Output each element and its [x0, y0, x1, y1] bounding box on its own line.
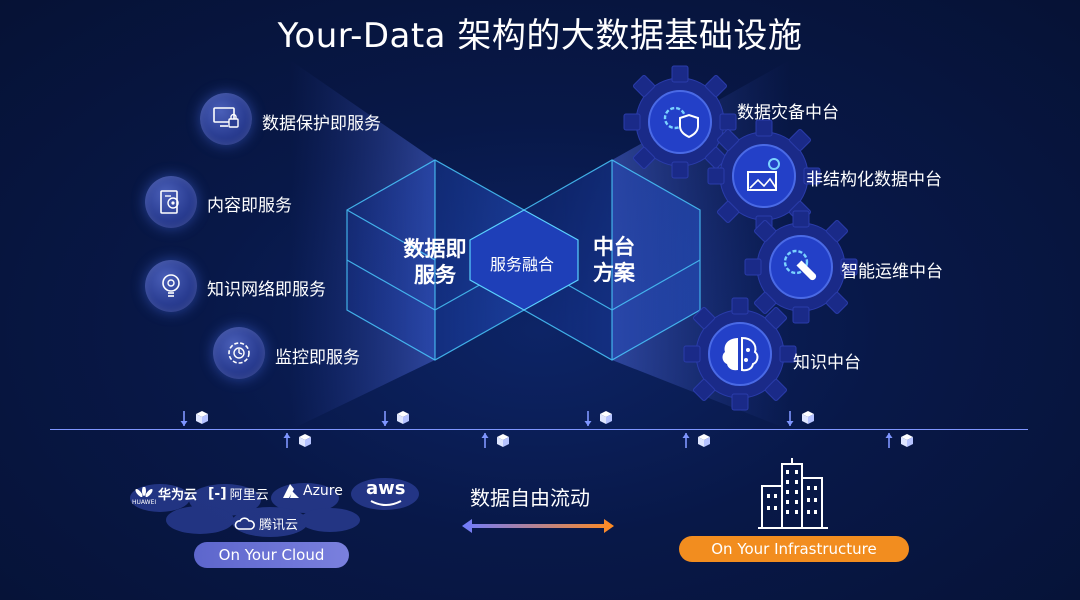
service-label-data-protection: 数据保护即服务: [262, 114, 381, 134]
service-label-knowledge-network: 知识网络即服务: [207, 280, 326, 300]
middle-platform-line2: 方案: [593, 261, 635, 285]
gear-shield-icon: [620, 62, 740, 182]
page-title: Your-Data 架构的大数据基础设施: [277, 16, 803, 56]
aws-label: aws: [366, 478, 406, 499]
buildings-icon: [758, 458, 828, 529]
huawei-cloud-label: 华为云: [158, 488, 198, 503]
tencent-cloud-icon: [234, 516, 255, 530]
data-cube-icon: [901, 434, 913, 447]
gear-image-icon: [704, 116, 824, 236]
down-arrow-icon: [180, 411, 188, 426]
down-arrow-icon: [584, 411, 592, 426]
data-cube-icon: [196, 411, 208, 424]
aws-smile-icon: [370, 500, 402, 506]
gear-wrench-icon: [741, 207, 861, 327]
on-your-cloud-badge: On Your Cloud: [194, 542, 349, 568]
brain-icon: [680, 294, 800, 414]
monitoring-clock-icon: [213, 327, 265, 379]
huawei-small-text: HUAWEI: [132, 499, 157, 506]
aliyun-bracket-icon: [-]: [208, 485, 227, 502]
data-as-service-line2: 服务: [414, 263, 456, 287]
service-fusion-label: 服务融合: [490, 255, 555, 274]
middle-platform-line1: 中台: [593, 235, 635, 259]
platform-label-disaster-recovery: 数据灾备中台: [737, 103, 839, 123]
data-cube-icon: [497, 434, 509, 447]
content-document-icon: [145, 176, 197, 228]
data-cube-icon: [802, 411, 814, 424]
data-as-service-line1: 数据即: [403, 237, 467, 261]
platform-label-intelligent-ops: 智能运维中台: [841, 262, 943, 282]
fusion-diamond: [469, 209, 579, 311]
huawei-petal-icon: [135, 486, 153, 497]
aws-logo: aws: [366, 478, 406, 507]
data-flow-line: [50, 429, 1028, 430]
data-cube-icon: [698, 434, 710, 447]
service-label-monitoring: 监控即服务: [275, 348, 360, 368]
down-arrow-icon: [786, 411, 794, 426]
huawei-cloud-logo: 华为云: [133, 484, 197, 503]
aliyun-label: 阿里云: [229, 488, 269, 503]
data-as-service-label: 数据即 服务: [393, 236, 477, 288]
azure-label: Azure: [303, 483, 343, 499]
azure-icon: [283, 484, 299, 498]
up-arrow-icon: [481, 433, 489, 448]
azure-logo: Azure: [282, 483, 343, 499]
down-arrow-icon: [381, 411, 389, 426]
monitor-lock-icon: [200, 93, 252, 145]
tencent-cloud-label: 腾讯云: [259, 518, 299, 533]
tencent-cloud-logo: 腾讯云: [234, 514, 298, 533]
data-cube-icon: [397, 411, 409, 424]
platform-label-knowledge: 知识中台: [793, 353, 861, 373]
data-free-flow-label: 数据自由流动: [470, 486, 590, 510]
up-arrow-icon: [283, 433, 291, 448]
on-your-infrastructure-badge: On Your Infrastructure: [679, 536, 909, 562]
service-label-content: 内容即服务: [207, 196, 292, 216]
data-cube-icon: [299, 434, 311, 447]
lightbulb-icon: [145, 260, 197, 312]
up-arrow-icon: [682, 433, 690, 448]
up-arrow-icon: [885, 433, 893, 448]
platform-label-unstructured-data: 非结构化数据中台: [806, 170, 942, 190]
data-cube-icon: [600, 411, 612, 424]
bidirectional-arrow-icon: [462, 519, 614, 533]
middle-platform-label: 中台 方案: [577, 234, 651, 286]
aliyun-logo: [-] 阿里云: [208, 484, 269, 504]
